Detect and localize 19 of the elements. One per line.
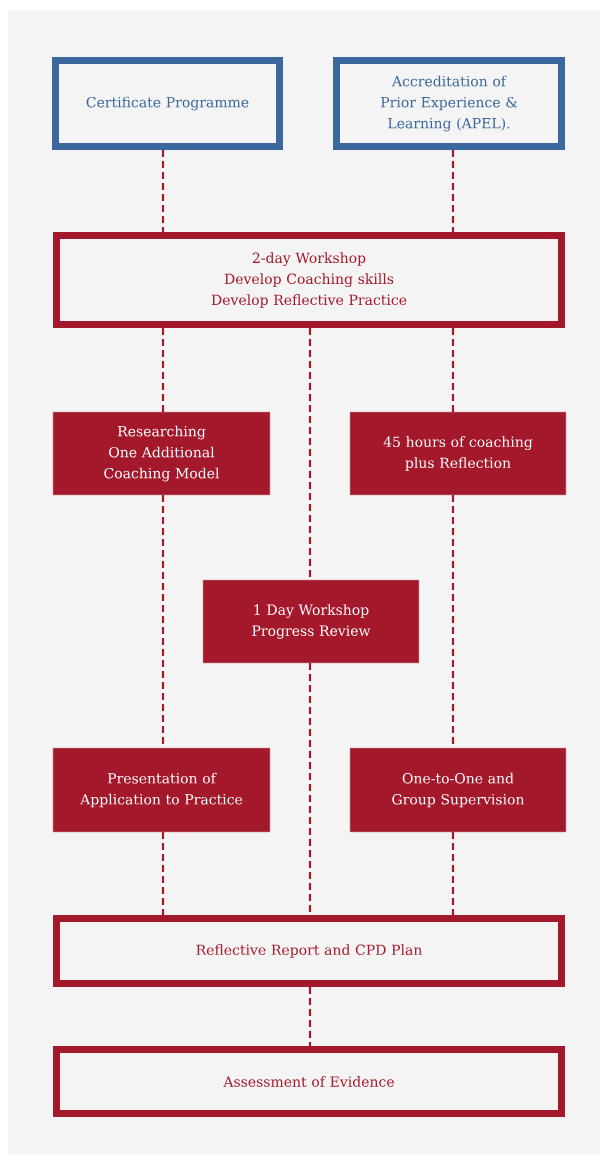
process-box: Researching One Additional Coaching Model [53, 412, 270, 495]
outlined-box: Certificate Programme [52, 57, 283, 150]
process-box: Presentation of Application to Practice [53, 748, 270, 832]
process-box: 45 hours of coaching plus Reflection [350, 412, 566, 495]
dashed-line [161, 150, 165, 232]
process-box: 1 Day Workshop Progress Review [203, 580, 419, 663]
dashed-line [451, 150, 455, 232]
dashed-line [161, 328, 165, 412]
dashed-line [451, 328, 455, 412]
outlined-box: 2-day Workshop Develop Coaching skills Develop Reflective Practice [53, 232, 565, 328]
outlined-box: Reflective Report and CPD Plan [53, 915, 565, 987]
outlined-box: Assessment of Evidence [53, 1046, 565, 1117]
outlined-box: Accreditation of Prior Experience & Learning (APEL). [333, 57, 565, 150]
dashed-line [308, 987, 312, 1046]
dashed-line [308, 328, 312, 580]
process-box: One-to-One and Group Supervision [350, 748, 566, 832]
dashed-line [451, 832, 455, 915]
dashed-line [308, 663, 312, 915]
dashed-line [161, 832, 165, 915]
